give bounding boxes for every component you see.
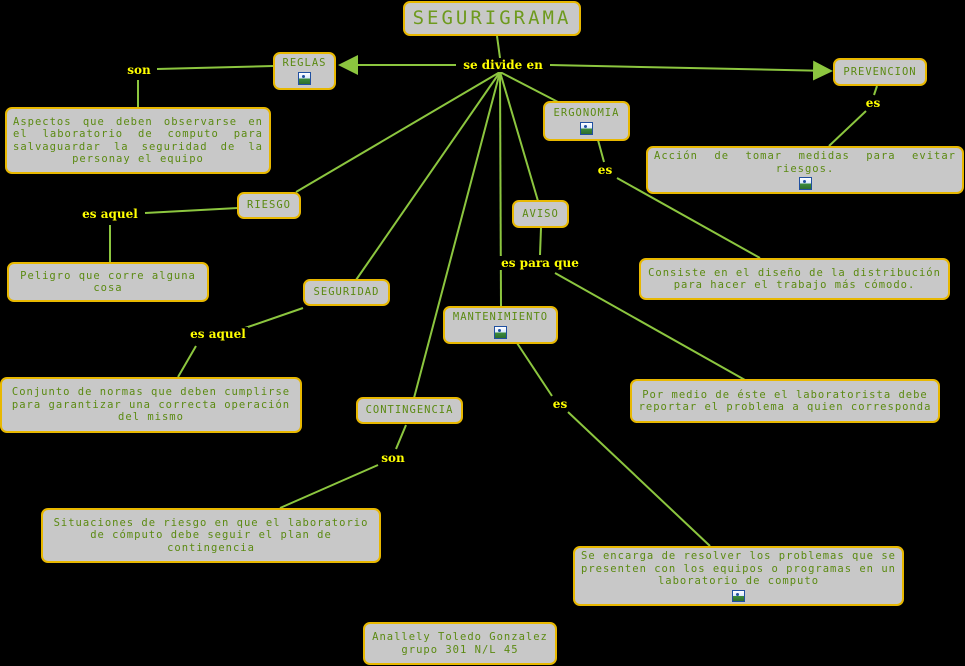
node-contingencia-label: CONTINGENCIA [365,404,454,417]
desc-riesgo-text: Peligro que corre alguna cosa [20,269,196,295]
desc-riesgo[interactable]: Peligro que corre alguna cosa [7,262,209,302]
node-riesgo[interactable]: RIESGO [237,192,301,219]
node-ergonomia-label: ERGONOMIA [553,107,620,120]
desc-mantenimiento[interactable]: Se encarga de resolver los problemas que… [573,546,904,606]
map-title: SEGURIGRAMA [403,1,581,36]
node-reglas-label: REGLAS [282,57,327,70]
node-mantenimiento-label: MANTENIMIENTO [452,311,549,324]
image-icon[interactable] [798,177,812,190]
map-title-text: SEGURIGRAMA [412,7,572,30]
link-label-reglas: son [125,63,153,77]
image-icon[interactable] [580,121,593,135]
link-label-riesgo: es aquel [80,207,140,221]
desc-contingencia[interactable]: Situaciones de riesgo en que el laborato… [41,508,381,563]
desc-prevencion-text: Acción de tomar medidas para evitar ries… [654,150,956,175]
node-prevencion-label: PREVENCION [843,65,917,78]
desc-aviso[interactable]: Por medio de éste el laboratorista debe … [630,379,940,423]
author-name: Anallely Toledo Gonzalez [372,631,548,643]
desc-mantenimiento-text: Se encarga de resolver los problemas que… [581,550,896,587]
node-reglas[interactable]: REGLAS [273,52,336,90]
node-aviso[interactable]: AVISO [512,200,569,228]
image-icon[interactable] [494,325,507,339]
node-contingencia[interactable]: CONTINGENCIA [356,397,463,424]
desc-ergonomia-text: Consiste en el diseño de la distribución… [648,266,941,292]
node-seguridad[interactable]: SEGURIDAD [303,279,390,306]
desc-prevencion[interactable]: Acción de tomar medidas para evitar ries… [646,146,964,194]
author-group: grupo 301 N/L 45 [401,643,519,656]
desc-reglas-text: Aspectos que deben observarse en el labo… [13,115,263,166]
node-seguridad-label: SEGURIDAD [313,286,380,299]
desc-aviso-text: Por medio de éste el laboratorista debe … [638,388,932,414]
node-mantenimiento[interactable]: MANTENIMIENTO [443,306,558,344]
image-icon[interactable] [298,71,311,85]
author-box: Anallely Toledo Gonzalez grupo 301 N/L 4… [363,622,557,665]
desc-reglas[interactable]: Aspectos que deben observarse en el labo… [5,107,271,174]
link-label-contingencia: son [379,451,407,465]
node-prevencion[interactable]: PREVENCION [833,58,927,86]
node-ergonomia[interactable]: ERGONOMIA [543,101,630,141]
link-label-mantenimiento: es [550,397,570,411]
node-riesgo-label: RIESGO [247,199,291,212]
hub-link-label: se divide en [461,58,545,72]
desc-seguridad-text: Conjunto de normas que deben cumplirse p… [11,386,291,424]
link-label-ergonomia: es [595,163,615,177]
node-aviso-label: AVISO [522,207,559,220]
link-label-seguridad: es aquel [188,327,248,341]
image-icon[interactable] [732,589,745,602]
desc-ergonomia[interactable]: Consiste en el diseño de la distribución… [639,258,950,300]
link-label-aviso: es para que [499,256,581,270]
desc-contingencia-text: Situaciones de riesgo en que el laborato… [53,516,369,554]
desc-seguridad[interactable]: Conjunto de normas que deben cumplirse p… [0,377,302,433]
link-label-prevencion: es [863,96,883,110]
